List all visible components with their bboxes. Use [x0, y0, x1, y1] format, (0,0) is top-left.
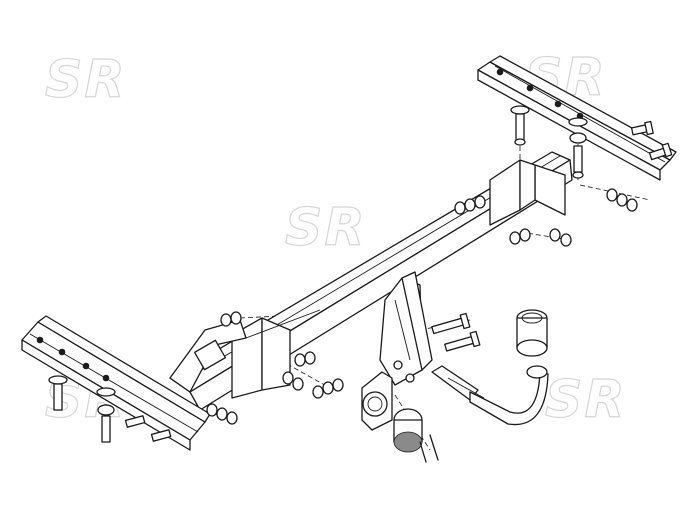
electrical-socket [361, 371, 439, 463]
watermark-logo: SR [44, 49, 127, 110]
mount-bolts [431, 312, 481, 352]
left-bracket-bolts [48, 375, 172, 443]
tow-ball-neck [431, 365, 549, 426]
main-cross-beam [169, 151, 573, 411]
right-side-bracket [477, 55, 677, 181]
watermark-logo: SR [544, 369, 627, 430]
nuts-and-washers [206, 188, 638, 425]
left-side-bracket [21, 315, 211, 451]
watermark-logo: SR [284, 197, 367, 258]
tow-ball-mount-plate [379, 271, 433, 386]
right-bracket-bolts [510, 105, 673, 179]
tow-ball-cover [516, 309, 548, 357]
